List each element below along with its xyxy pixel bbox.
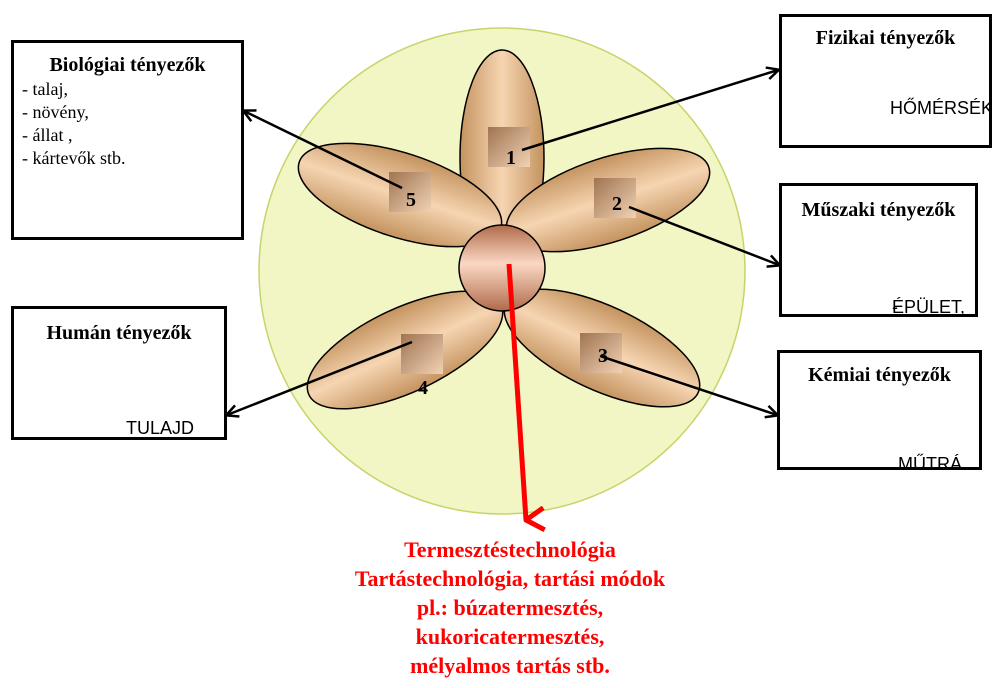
petal-label-2: 2 (612, 193, 622, 215)
technology-line: mélyalmos tartás stb. (300, 651, 720, 680)
technology-line: pl.: búzatermesztés, (300, 593, 720, 622)
muszaki-title: Műszaki tényezők (782, 198, 975, 223)
kemiai-box: Kémiai tényezők MŰTRÁ (777, 350, 982, 470)
technology-line: Termesztéstechnológia (300, 535, 720, 564)
list-item: - talaj, (22, 78, 241, 101)
petal-label-bg-4 (401, 334, 443, 374)
human-box: Humán tényezők TULAJD (11, 306, 227, 440)
list-item: - kártevők stb. (22, 147, 241, 170)
kemiai-title: Kémiai tényezők (780, 363, 979, 388)
fizikai-title: Fizikai tényezők (782, 26, 989, 51)
biologiai-title: Biológiai tényezők (22, 53, 241, 78)
technology-line: Tartástechnológia, tartási módok (300, 564, 720, 593)
list-item: - állat , (22, 124, 241, 147)
muszaki-detail: ÉPÜLET, (892, 296, 965, 317)
muszaki-box: Műszaki tényezők - ÉPÜLET, (779, 183, 978, 317)
petal-label-5: 5 (406, 189, 416, 211)
list-item: - növény, (22, 101, 241, 124)
technology-line: kukoricatermesztés, (300, 622, 720, 651)
biologiai-box: Biológiai tényezők - talaj, - növény, - … (11, 40, 244, 240)
fizikai-detail: HŐMÉRSÉKLET, (890, 95, 970, 122)
technology-text: Termesztéstechnológia Tartástechnológia,… (300, 535, 720, 680)
flower-center (459, 225, 545, 311)
petal-label-4: 4 (418, 377, 428, 399)
biologiai-list: - talaj, - növény, - állat , - kártevők … (22, 78, 241, 170)
human-detail: TULAJD (126, 417, 194, 439)
human-title: Humán tényezők (14, 321, 224, 346)
petal-label-1: 1 (506, 147, 516, 169)
fizikai-box: Fizikai tényezők HŐMÉRSÉKLET, (779, 14, 992, 148)
kemiai-detail: MŰTRÁ (898, 453, 962, 470)
